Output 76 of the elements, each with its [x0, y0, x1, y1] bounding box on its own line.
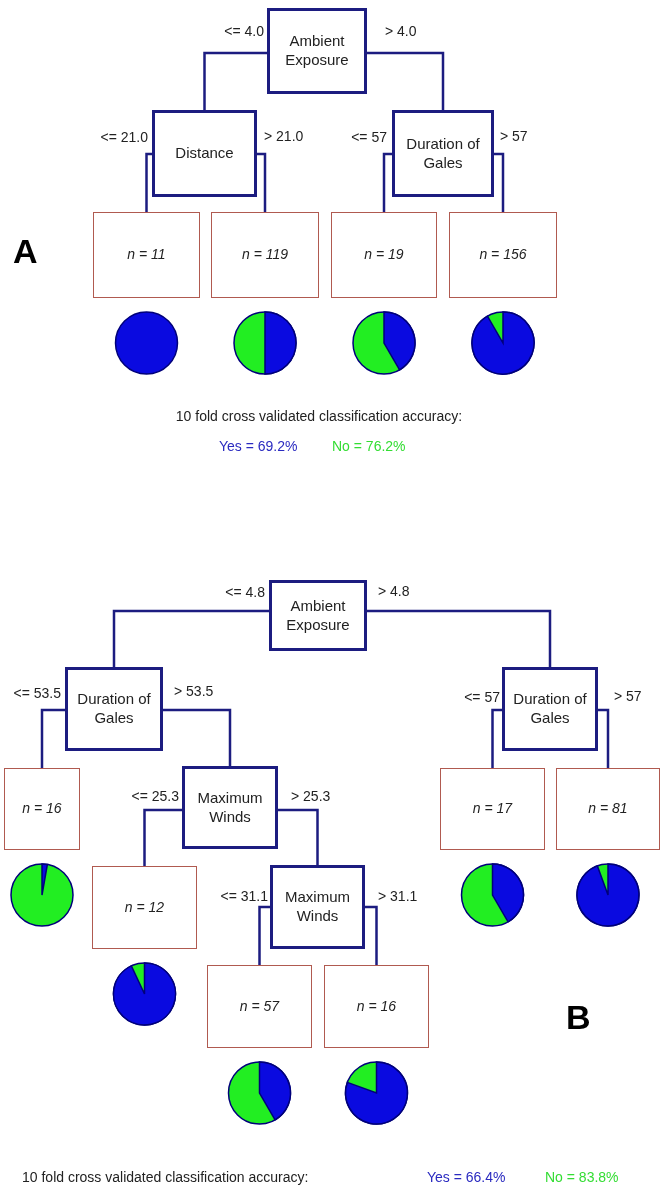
branch-line — [163, 708, 232, 766]
split-variable: Duration of Gales — [76, 690, 152, 728]
branch-line — [112, 609, 269, 667]
branch-line — [494, 152, 505, 212]
accuracy-text: Yes = 66.4% — [427, 1170, 506, 1184]
leaf-box — [324, 965, 429, 1048]
edge-label: <= 57 — [464, 690, 500, 704]
edge-label: <= 4.8 — [225, 585, 265, 599]
split-variable: Duration of Gales — [405, 134, 481, 173]
leaf-box — [440, 768, 545, 850]
edge-label: > 4.8 — [378, 584, 410, 598]
edge-label: > 57 — [614, 689, 642, 703]
sample-count: n = 57 — [239, 997, 280, 1016]
split-variable: Ambient Exposure — [285, 596, 351, 635]
split-box — [182, 766, 278, 849]
split-box — [269, 580, 367, 651]
accuracy-text: No = 83.8% — [545, 1170, 619, 1184]
accuracy-text: 10 fold cross validated classification accuracy: — [22, 1170, 309, 1184]
branch-line — [40, 708, 65, 768]
sample-count: n = 19 — [364, 246, 404, 264]
split-variable: Ambient Exposure — [284, 32, 350, 70]
split-variable: Maximum Winds — [284, 888, 351, 926]
branch-line — [365, 905, 378, 965]
edge-label: <= 53.5 — [13, 686, 61, 700]
edge-label: > 31.1 — [378, 889, 418, 903]
leaf-box — [93, 212, 200, 298]
sample-count: n = 17 — [472, 800, 513, 818]
accuracy-text: 10 fold cross validated classification accuracy: — [175, 409, 463, 423]
edge-label: <= 57 — [351, 130, 387, 144]
split-box — [152, 110, 257, 197]
split-box — [502, 667, 598, 751]
branch-line — [491, 708, 502, 768]
branch-line — [145, 152, 152, 212]
branch-line — [258, 905, 270, 965]
split-variable: Maximum Winds — [196, 788, 264, 827]
branch-line — [367, 51, 445, 110]
leaf-box — [207, 965, 312, 1048]
split-box — [392, 110, 494, 197]
sample-count: n = 81 — [588, 800, 628, 818]
branch-line — [278, 808, 319, 865]
branch-line — [203, 51, 267, 110]
leaf-box — [4, 768, 80, 850]
split-variable: Distance — [175, 144, 234, 163]
leaf-box — [556, 768, 660, 850]
edge-label: <= 4.0 — [224, 24, 264, 38]
branch-line — [143, 808, 182, 866]
split-box — [267, 8, 367, 94]
sample-count: n = 119 — [241, 246, 289, 264]
leaf-box — [449, 212, 557, 298]
branch-line — [598, 708, 610, 768]
branch-line — [382, 152, 392, 212]
branch-line — [367, 609, 552, 667]
edge-label: > 4.0 — [385, 24, 417, 38]
accuracy-text: Yes = 69.2% — [219, 439, 298, 453]
edge-label: > 25.3 — [291, 789, 331, 803]
split-box — [270, 865, 365, 949]
edge-label: > 57 — [500, 129, 528, 143]
edge-label: <= 21.0 — [100, 130, 148, 144]
leaf-box — [331, 212, 437, 298]
branch-line — [257, 152, 267, 212]
edge-label: > 53.5 — [174, 684, 214, 698]
panel-letter: B — [566, 1000, 591, 1034]
sample-count: n = 12 — [124, 898, 165, 917]
panel-letter: A — [13, 234, 38, 268]
edge-label: <= 31.1 — [220, 889, 268, 903]
sample-count: n = 16 — [356, 997, 397, 1016]
sample-count: n = 156 — [479, 246, 527, 264]
leaf-box — [92, 866, 197, 949]
sample-count: n = 16 — [22, 800, 62, 818]
leaf-box — [211, 212, 319, 298]
split-box — [65, 667, 163, 751]
accuracy-text: No = 76.2% — [332, 439, 406, 453]
sample-count: n = 11 — [127, 246, 166, 264]
split-variable: Duration of Gales — [512, 690, 588, 728]
edge-label: > 21.0 — [264, 129, 304, 143]
edge-label: <= 25.3 — [131, 789, 179, 803]
